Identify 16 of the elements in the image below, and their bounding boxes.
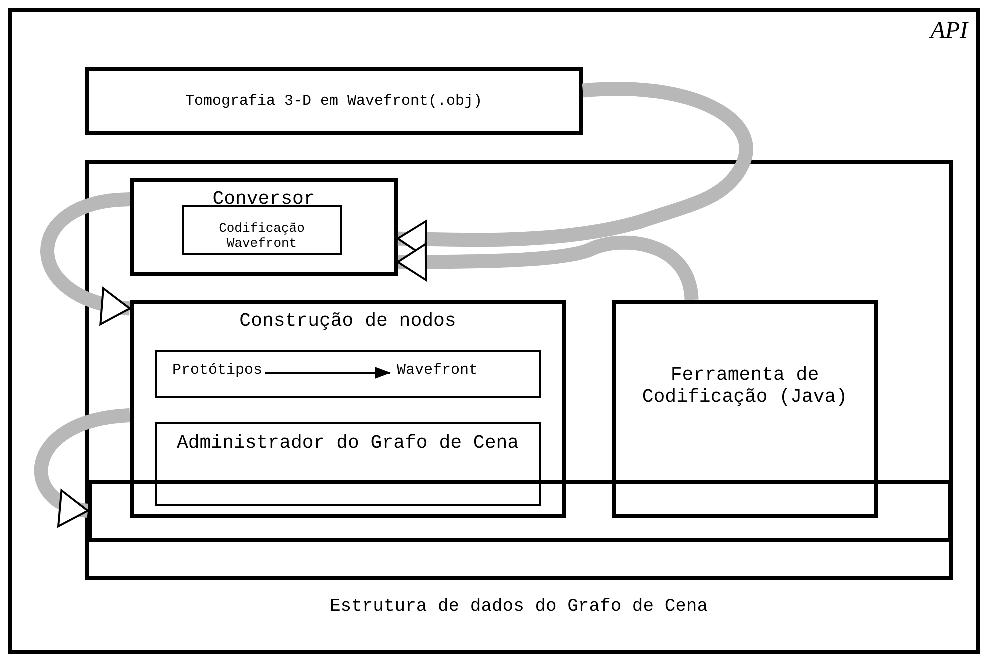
input-box: Tomografia 3-D em Wavefront(.obj): [85, 67, 583, 135]
box-text: Wavefront: [396, 362, 479, 379]
data-band: [88, 480, 952, 542]
module-box: Ferramenta de Codificação (Java): [612, 300, 878, 518]
module-box: [130, 178, 398, 276]
arrow: [265, 367, 391, 379]
inner-box: Codificação Wavefront: [182, 205, 342, 255]
box-title: Construção de nodos: [238, 310, 458, 332]
inner-box: Administrador do Grafo de Cena: [155, 422, 541, 506]
inner-box: [155, 350, 541, 398]
api-frame: [8, 8, 980, 654]
module-box: [130, 300, 566, 518]
box-title: Estrutura de dados do Grafo de Cena: [328, 597, 710, 617]
box-title: API: [928, 18, 968, 45]
curved-arrow: [40, 192, 132, 324]
box-text: Protótipos: [171, 362, 264, 379]
